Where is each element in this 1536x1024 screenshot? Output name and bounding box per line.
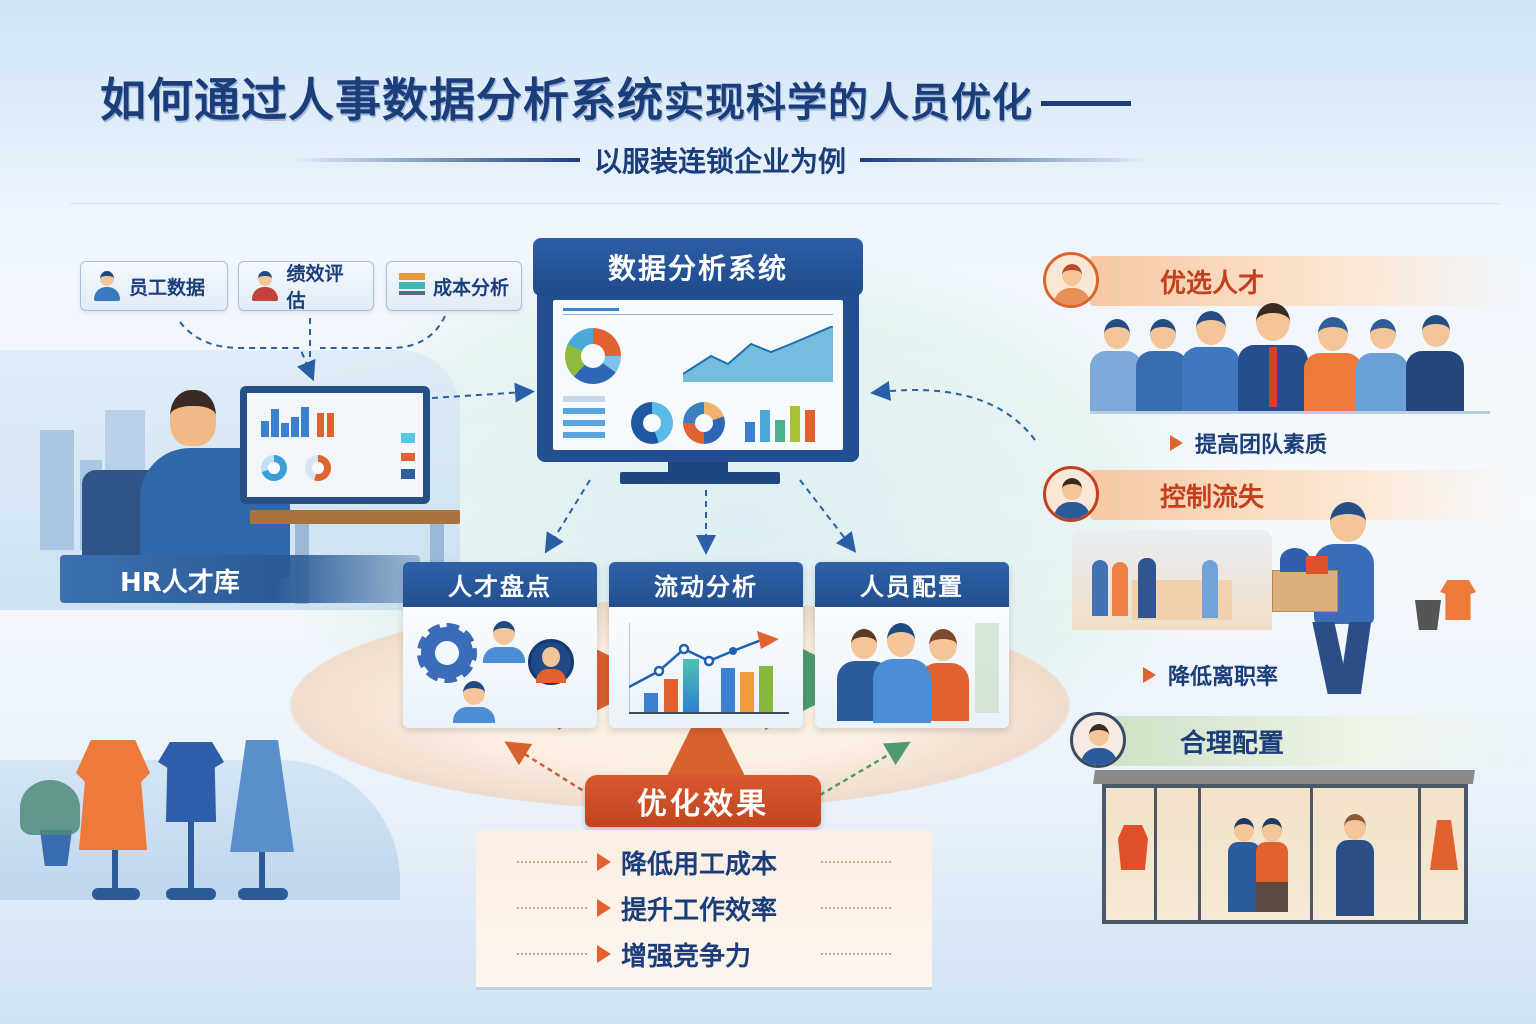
page-title: 如何通过人事数据分析系统实现科学的人员优化 [100, 64, 1131, 130]
tag-employee-data[interactable]: 员工数据 [80, 261, 228, 311]
hr-scene-illustration [0, 350, 470, 610]
subtitle-line-right [860, 158, 1151, 162]
decor-plant [1415, 600, 1441, 630]
dashboard-screen [553, 300, 843, 450]
tag-performance[interactable]: 绩效评估 [238, 261, 374, 312]
trend-chart-icon [609, 607, 803, 728]
card-staff-allocation[interactable]: 人员配置 [815, 562, 1009, 728]
card-talent-inventory[interactable]: 人才盘点 [403, 562, 597, 728]
panel-select-talent-subtitle: 提高团队素质 [1170, 427, 1327, 459]
avatar-icon [1070, 712, 1126, 768]
hr-talent-pool-label: HR人才库 [120, 568, 240, 598]
monitor-base [620, 472, 780, 484]
male-avatar-icon [1043, 466, 1099, 522]
subtitle-line-left [290, 158, 580, 162]
effects-title: 优化效果 [585, 775, 821, 827]
triangle-bullet-icon [597, 945, 611, 963]
person-icon [251, 271, 278, 301]
card-title: 人才盘点 [403, 562, 597, 607]
title-main: 如何通过人事数据分析系统 [100, 73, 664, 127]
cost-chart-icon [399, 273, 425, 299]
triangle-bullet-icon [1170, 435, 1183, 451]
store-scene-illustration [1072, 530, 1272, 630]
clothing-display-illustration [0, 720, 470, 920]
subtitle-row: 以服装连锁企业为例 [290, 140, 1151, 180]
card-title: 人员配置 [815, 562, 1009, 607]
team-illustration [1090, 303, 1490, 414]
data-analysis-system[interactable]: 数据分析系统 [533, 238, 863, 474]
orange-dress [76, 740, 150, 850]
panel-control-turnover-subtitle: 降低离职率 [1143, 659, 1278, 691]
effect-item: 提升工作效率 [476, 888, 932, 928]
effect-item: 增强竞争力 [476, 934, 932, 974]
tag-label: 员工数据 [129, 276, 206, 299]
title-rest: 实现科学的人员优化 [664, 80, 1033, 126]
female-avatar-icon [1043, 252, 1099, 308]
system-title: 数据分析系统 [533, 238, 863, 296]
card-title: 流动分析 [609, 562, 803, 607]
triangle-bullet-icon [597, 899, 611, 917]
header-divider [70, 203, 1500, 204]
gear-people-icon [403, 607, 597, 728]
tag-cost-analysis[interactable]: 成本分析 [386, 261, 522, 311]
desk [250, 510, 460, 524]
triangle-bullet-icon [597, 853, 611, 871]
effects-list: 降低用工成本 提升工作效率 增强竞争力 [476, 830, 932, 990]
subtitle: 以服装连锁企业为例 [594, 145, 847, 178]
tag-label: 绩效评估 [286, 263, 344, 312]
panel-allocation-title: 合理配置 [1110, 716, 1530, 766]
person-icon [93, 271, 121, 301]
storefront-illustration [1093, 770, 1484, 930]
triangle-bullet-icon [1143, 667, 1156, 683]
plant-pot [40, 830, 72, 866]
effect-item: 降低用工成本 [476, 842, 932, 882]
donut-chart-icon [565, 328, 621, 384]
departing-employee-illustration [1270, 500, 1390, 695]
title-dash [1041, 101, 1131, 106]
tag-label: 成本分析 [433, 276, 510, 299]
hr-label-bar [60, 555, 420, 603]
blue-dress [230, 740, 294, 852]
area-chart-icon [683, 326, 833, 382]
blue-shirt [158, 742, 224, 822]
panel-select-talent-title: 优选人才 [1090, 256, 1520, 306]
team-icon [815, 607, 1009, 728]
hr-monitor [240, 386, 430, 504]
card-turnover-analysis[interactable]: 流动分析 [609, 562, 803, 728]
decor-shirt [1440, 580, 1476, 620]
panel-control-turnover-title: 控制流失 [1090, 470, 1520, 520]
